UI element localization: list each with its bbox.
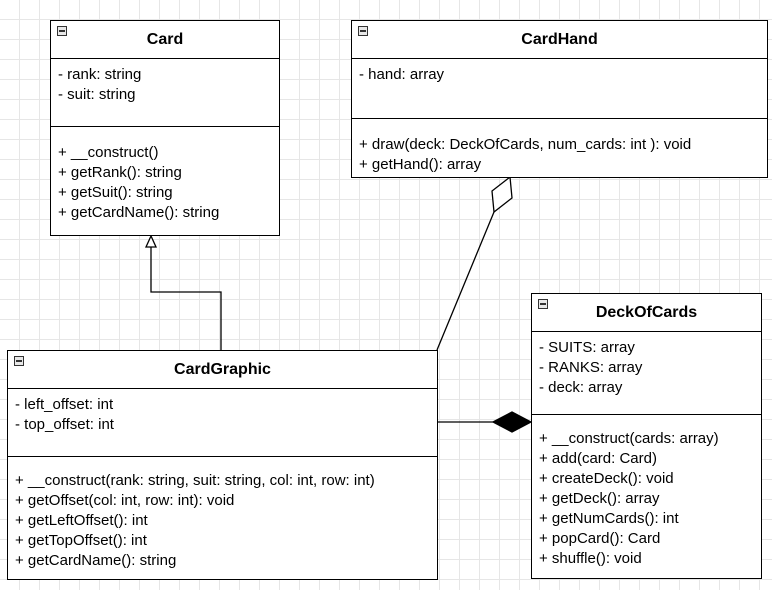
attributes-section: - SUITS: array - RANKS: array - deck: ar… [532, 332, 761, 415]
class-name: CardGraphic [174, 360, 271, 378]
attribute: - RANKS: array [539, 359, 643, 376]
class-card[interactable]: Card - rank: string - suit: string + __c… [50, 20, 280, 236]
aggregation-edge[interactable] [436, 211, 495, 351]
methods-section: + __construct(rank: string, suit: string… [8, 457, 437, 571]
inheritance-arrowhead [144, 234, 158, 248]
method: + add(card: Card) [539, 450, 657, 467]
class-name: Card [146, 30, 184, 48]
methods-section: + __construct(cards: array) + add(card: … [532, 415, 761, 569]
class-name: DeckOfCards [595, 303, 698, 321]
attribute: - deck: array [539, 379, 623, 396]
method: + getDeck(): array [539, 490, 660, 507]
method: + shuffle(): void [539, 550, 642, 567]
collapse-icon[interactable] [538, 299, 548, 309]
methods-section: + __construct() + getRank(): string + ge… [51, 127, 279, 223]
method: + draw(deck: DeckOfCards, num_cards: int… [359, 136, 692, 153]
method: + getSuit(): string [58, 184, 173, 201]
inheritance-edge[interactable] [150, 247, 222, 350]
attributes-section: - rank: string - suit: string [51, 59, 279, 127]
method: + createDeck(): void [539, 470, 674, 487]
method: + getLeftOffset(): int [15, 512, 148, 529]
attribute: - left_offset: int [15, 396, 114, 413]
collapse-icon[interactable] [57, 26, 67, 36]
method: + getCardName(): string [15, 552, 177, 569]
collapse-icon[interactable] [358, 26, 368, 36]
class-deckofcards-header[interactable]: DeckOfCards [532, 294, 761, 332]
class-cardhand[interactable]: CardHand - hand: array + draw(deck: Deck… [351, 20, 768, 178]
attribute: - hand: array [359, 66, 445, 83]
aggregation-diamond [491, 175, 513, 214]
method: + __construct() [58, 144, 159, 161]
class-name: CardHand [521, 30, 598, 48]
method: + getCardName(): string [58, 204, 220, 221]
method: + getOffset(col: int, row: int): void [15, 492, 235, 509]
method: + getRank(): string [58, 164, 182, 181]
composition-diamond [491, 411, 533, 433]
attributes-section: - left_offset: int - top_offset: int [8, 389, 437, 457]
method: + getHand(): array [359, 156, 482, 173]
class-card-header[interactable]: Card [51, 21, 279, 59]
class-cardgraphic-header[interactable]: CardGraphic [8, 351, 437, 389]
attribute: - rank: string [58, 66, 142, 83]
collapse-icon[interactable] [14, 356, 24, 366]
attributes-section: - hand: array [352, 59, 767, 119]
method: + popCard(): Card [539, 530, 661, 547]
methods-section: + draw(deck: DeckOfCards, num_cards: int… [352, 119, 767, 175]
class-deckofcards[interactable]: DeckOfCards - SUITS: array - RANKS: arra… [531, 293, 762, 579]
class-cardgraphic[interactable]: CardGraphic - left_offset: int - top_off… [7, 350, 438, 580]
class-cardhand-header[interactable]: CardHand [352, 21, 767, 59]
method: + __construct(rank: string, suit: string… [15, 472, 375, 489]
method: + getTopOffset(): int [15, 532, 147, 549]
method: + getNumCards(): int [539, 510, 679, 527]
attribute: - suit: string [58, 86, 136, 103]
attribute: - SUITS: array [539, 339, 635, 356]
attribute: - top_offset: int [15, 416, 114, 433]
method: + __construct(cards: array) [539, 430, 719, 447]
